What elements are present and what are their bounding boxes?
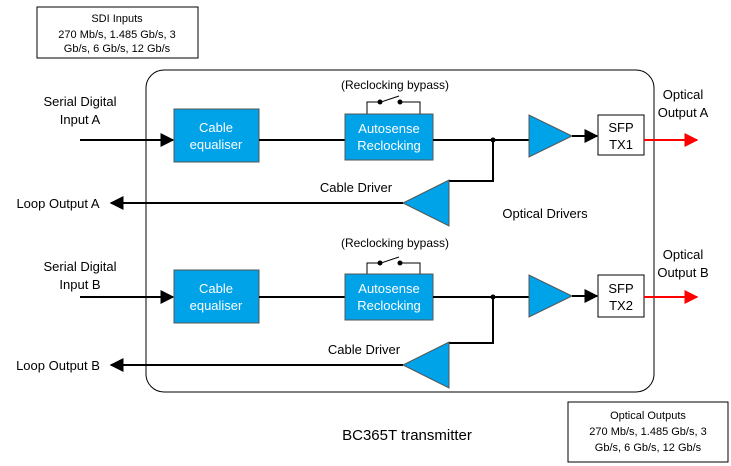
input-a-label-line2: Input A <box>60 112 101 127</box>
reclocking-bypass-b-label: (Reclocking bypass) <box>341 236 449 250</box>
bypass-switch-b <box>366 256 421 274</box>
cable-equaliser-a-label-line2: equaliser <box>190 137 243 152</box>
autosense-reclocking-b <box>344 273 434 321</box>
loop-feed-a <box>449 140 494 182</box>
cable-equaliser-b-label-line1: Cable <box>199 281 233 296</box>
sdi-inputs-title: SDI Inputs <box>91 13 143 25</box>
cable-driver-b <box>401 341 450 389</box>
sfp-tx1-label-line2: TX1 <box>609 137 633 152</box>
autosense-reclocking-a-label-line2: Reclocking <box>357 138 421 153</box>
reclocking-bypass-a-label: (Reclocking bypass) <box>341 78 449 92</box>
device-enclosure <box>145 69 655 393</box>
autosense-reclocking-b-label-line2: Reclocking <box>357 298 421 313</box>
device-caption: BC365T transmitter <box>342 427 472 444</box>
sfp-tx1 <box>597 114 645 156</box>
sdi-inputs-rates-line2: Gb/s, 6 Gb/s, 12 Gb/s <box>64 43 171 55</box>
optical-outputs-box: Optical Outputs 270 Mb/s, 1.485 Gb/s, 3 … <box>567 401 729 463</box>
optical-driver-a <box>528 114 574 158</box>
autosense-reclocking-a-label-line1: Autosense <box>358 121 419 136</box>
optical-outputs-rates-line2: Gb/s, 6 Gb/s, 12 Gb/s <box>595 442 702 454</box>
loop-output-b-label: Loop Output B <box>16 358 100 373</box>
optical-output-b-label-line2: Output B <box>657 265 708 280</box>
cable-equaliser-b-label-line2: equaliser <box>190 298 243 313</box>
bypass-switch-a <box>366 95 421 114</box>
optical-outputs-title: Optical Outputs <box>610 410 686 422</box>
cable-equaliser-b <box>173 269 260 324</box>
sfp-tx2-label-line2: TX2 <box>609 298 633 313</box>
optical-output-b-label-line1: Optical <box>663 247 704 262</box>
channel-a: Serial Digital Input A Cable equaliser (… <box>16 78 709 227</box>
cable-equaliser-a-label-line1: Cable <box>199 120 233 135</box>
loop-output-a-label: Loop Output A <box>16 196 99 211</box>
cable-driver-a <box>401 179 450 227</box>
optical-drivers-label: Optical Drivers <box>502 206 588 221</box>
optical-output-a-label-line2: Output A <box>658 105 709 120</box>
cable-equaliser-a <box>173 108 260 163</box>
sfp-tx2 <box>597 274 645 318</box>
loop-feed-b <box>449 297 494 344</box>
sdi-inputs-rates-line1: 270 Mb/s, 1.485 Gb/s, 3 <box>58 29 175 41</box>
cable-driver-b-label: Cable Driver <box>328 342 401 357</box>
input-b-label-line1: Serial Digital <box>44 259 117 274</box>
sfp-tx2-label-line1: SFP <box>608 281 633 296</box>
sdi-inputs-box: SDI Inputs 270 Mb/s, 1.485 Gb/s, 3 Gb/s,… <box>36 6 199 59</box>
autosense-reclocking-a <box>344 113 434 161</box>
input-b-label-line2: Input B <box>59 277 100 292</box>
cable-driver-a-label: Cable Driver <box>320 180 393 195</box>
optical-outputs-rates-line1: 270 Mb/s, 1.485 Gb/s, 3 <box>589 426 706 438</box>
sfp-tx1-label-line1: SFP <box>608 120 633 135</box>
channel-b: Serial Digital Input B Cable equaliser (… <box>16 236 709 389</box>
input-a-label-line1: Serial Digital <box>44 94 117 109</box>
optical-output-a-label-line1: Optical <box>663 87 704 102</box>
autosense-reclocking-b-label-line1: Autosense <box>358 281 419 296</box>
optical-driver-b <box>528 274 574 318</box>
